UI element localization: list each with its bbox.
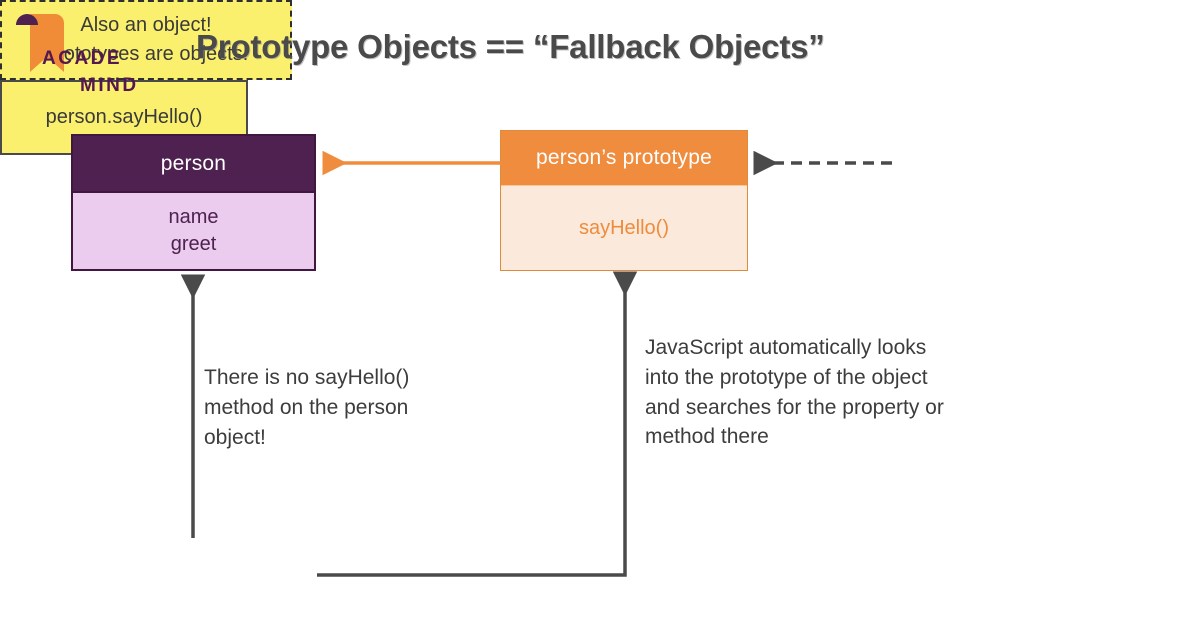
note-line-2: Prototypes are objects! [43,43,249,65]
person-box-header: person [73,136,314,191]
logo-dot-icon [16,14,38,25]
academind-logo: ACADE MIND [14,12,174,96]
logo-text-acade: ACADE [42,48,123,69]
note-line-1: Also an object! [80,14,212,36]
connector-note-to-prototype [746,150,892,176]
annotation-javascript-prototype-lookup: JavaScript automatically looks into the … [645,336,944,449]
prototype-box-body: sayHello() [501,185,747,270]
prototype-member-sayhello: sayHello() [578,216,670,239]
connector-call-to-prototype [317,265,639,580]
prototype-object-box: person’s prototype sayHello() [500,130,748,271]
connector-prototype-to-person [316,150,502,176]
prototype-box-header: person’s prototype [501,131,747,185]
person-object-box: person name greet [71,134,316,271]
annotation-no-sayhello-on-person: There is no sayHello() method on the per… [204,366,410,449]
person-member-greet: greet [170,233,217,255]
person-member-name: name [168,206,219,228]
logo-text-mind: MIND [80,75,139,96]
page-title: Prototype Objects == “Fallback Objects” [196,28,825,65]
person-box-body: name greet [73,191,314,269]
connector-call-to-person [180,268,206,538]
